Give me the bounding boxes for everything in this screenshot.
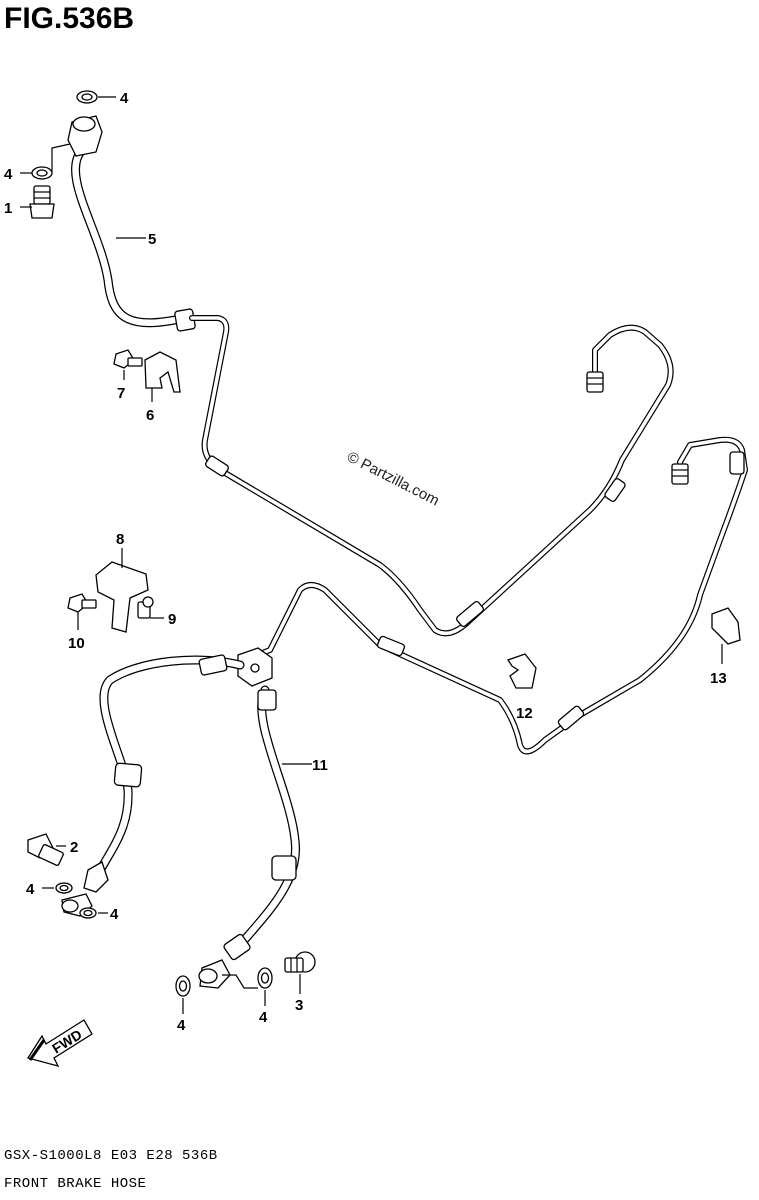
bracket-icon xyxy=(95,561,149,633)
callout-8: 8 xyxy=(116,531,124,548)
washer-icon xyxy=(76,90,98,104)
callout-4: 4 xyxy=(177,1017,186,1034)
callout-4: 4 xyxy=(4,166,13,183)
flare-nut-upper xyxy=(586,371,604,393)
union-bolt-icon xyxy=(284,951,316,973)
washer-icon xyxy=(31,166,53,180)
callout-13: 13 xyxy=(710,670,727,687)
footer-assembly-name: FRONT BRAKE HOSE xyxy=(4,1176,147,1192)
figure-title: FIG.536B xyxy=(4,2,135,35)
lower-left-hose xyxy=(61,654,245,917)
fwd-arrow-icon: FWD xyxy=(26,1019,93,1067)
callout-4: 4 xyxy=(259,1009,268,1026)
washer-icon xyxy=(55,882,73,894)
lower-right-hose xyxy=(198,685,301,989)
bolt-icon xyxy=(113,349,143,369)
union-bolt-icon xyxy=(29,185,55,219)
brake-pipe-right xyxy=(242,436,748,755)
callout-4: 4 xyxy=(110,906,119,923)
brake-hose-diagram: 4 4 1 5 7 6 8 9 10 11 12 13 2 4 4 4 4 3 … xyxy=(4,90,748,1067)
callout-11: 11 xyxy=(312,757,328,774)
bolt-icon xyxy=(137,596,154,619)
watermark: © Partzilla.com xyxy=(344,448,442,509)
clamp-icon xyxy=(144,351,181,393)
bolt-icon xyxy=(67,593,97,613)
upper-brake-hose xyxy=(67,115,196,332)
washer-icon xyxy=(257,967,273,989)
three-way-joint xyxy=(237,647,273,687)
callout-5: 5 xyxy=(148,231,156,248)
clamp-icon xyxy=(506,653,537,689)
callout-2: 2 xyxy=(70,839,78,856)
callout-3: 3 xyxy=(295,997,303,1014)
union-bolt-icon xyxy=(27,833,64,866)
callout-12: 12 xyxy=(516,705,533,722)
callout-10: 10 xyxy=(68,635,85,652)
callout-4: 4 xyxy=(26,881,35,898)
callout-9: 9 xyxy=(168,611,176,628)
callout-6: 6 xyxy=(146,407,154,424)
callout-4: 4 xyxy=(120,90,129,107)
callout-7: 7 xyxy=(117,385,125,402)
brake-pipe-main xyxy=(189,315,674,637)
leader-lines xyxy=(20,96,723,1014)
washer-icon xyxy=(175,975,191,997)
washer-icon xyxy=(79,907,97,919)
footer-model-code: GSX-S1000L8 E03 E28 536B xyxy=(4,1148,218,1164)
callout-1: 1 xyxy=(4,200,12,217)
clamp-icon xyxy=(711,607,741,645)
flare-nut-right xyxy=(671,463,689,485)
